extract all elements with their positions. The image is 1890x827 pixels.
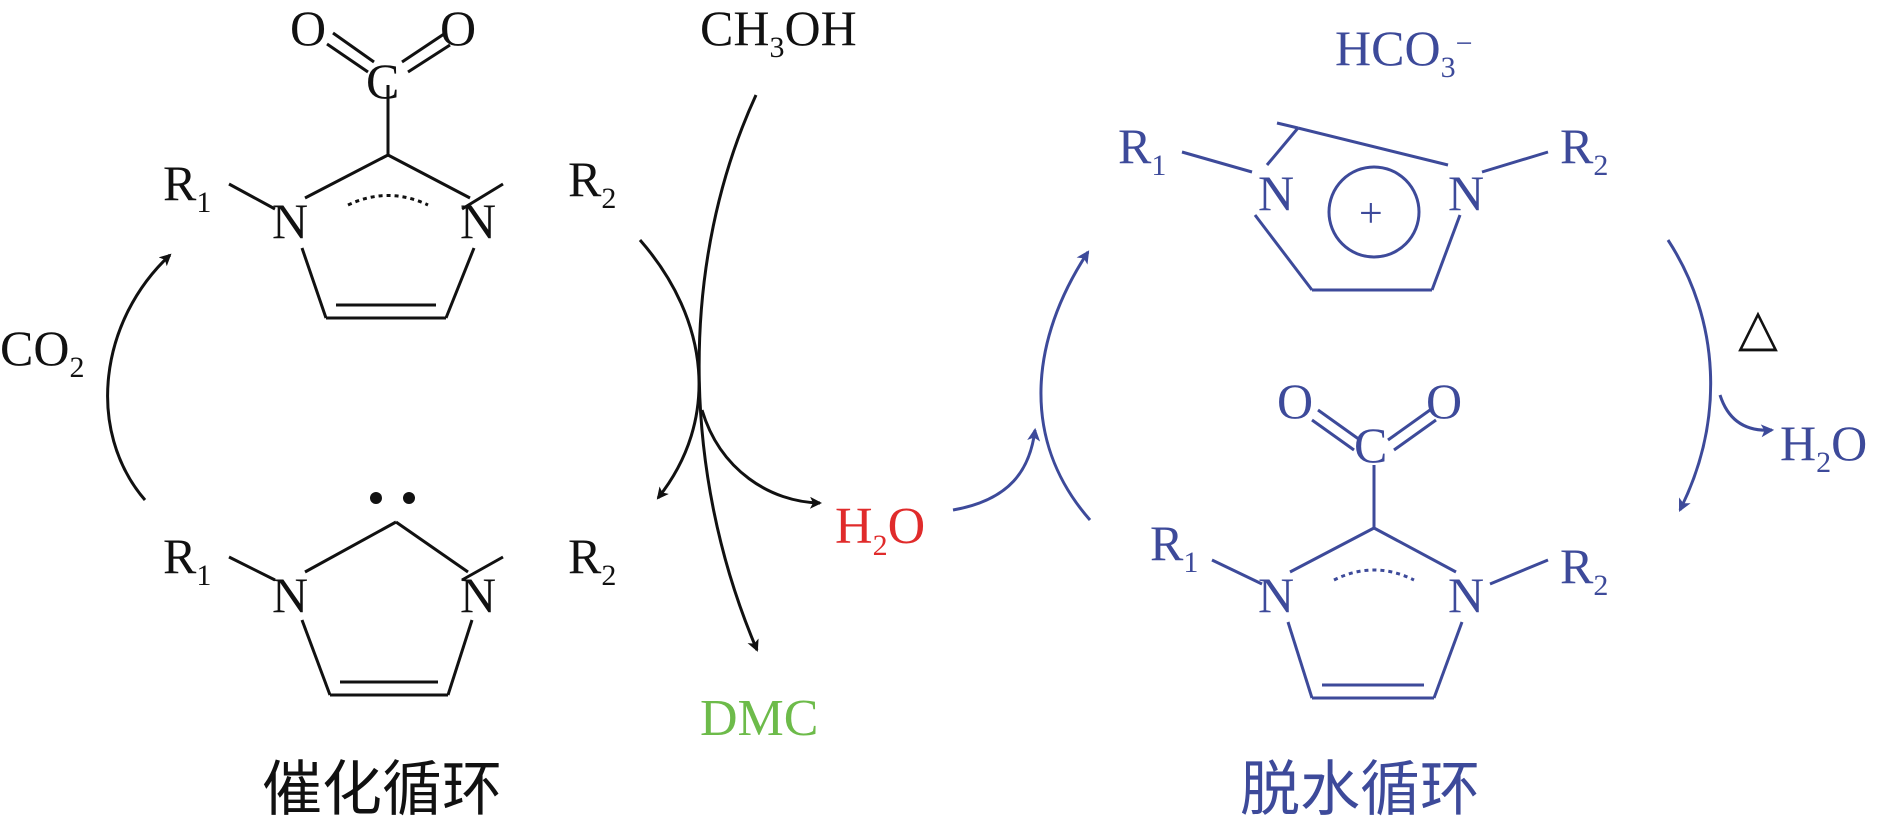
atom-oxygen-left-blue: O [1277, 373, 1313, 429]
heat-symbol: △ [1738, 298, 1778, 358]
dehydration-cycle-label: 脱水循环 [1240, 755, 1480, 825]
atom-nitrogen-left-blue: N [1258, 567, 1294, 623]
nhc-co2-adduct [228, 31, 504, 320]
atom-oxygen-right: O [440, 0, 476, 56]
regeneration-up-arrow [1039, 250, 1092, 521]
substituent-r2-bottom: R2 [568, 528, 616, 592]
catalytic-cycle-label: 催化循环 [262, 755, 502, 825]
heat-down-arrow [1666, 239, 1713, 512]
substituent-r2-top: R2 [568, 151, 616, 215]
reagent-water-intermediate: H2O [835, 498, 925, 562]
substituent-r1-bottom: R1 [163, 528, 211, 592]
regeneration-arrow [638, 239, 701, 500]
atom-oxygen-left: O [290, 0, 326, 56]
substituent-r1-top: R1 [163, 155, 211, 219]
atom-nitrogen-right-cation: N [1448, 165, 1484, 221]
co2-uptake-arrow [106, 253, 172, 501]
atom-nitrogen-left: N [272, 193, 308, 249]
reagent-water-released: H2O [1780, 415, 1867, 479]
substituent-r1-cation: R1 [1118, 118, 1166, 182]
methanol-to-dmc-arrow [697, 94, 759, 652]
plus-charge: + [1359, 191, 1383, 237]
substituent-r2-blue: R2 [1560, 538, 1608, 602]
water-to-cycle-arrow [952, 427, 1041, 512]
atom-nitrogen-left-carbene: N [272, 567, 308, 623]
substituent-r2-cation: R2 [1560, 118, 1608, 182]
atom-carbon: C [366, 53, 399, 109]
reagent-co2: CO2 [0, 320, 84, 384]
nhc-co2-adduct-blue [1211, 408, 1549, 700]
dehydration-labels: HCO3− N N + O O C N N R1 R2 R1 R2 H2O [1118, 20, 1867, 623]
dehydration-cycle [952, 121, 1775, 700]
atom-nitrogen-left-cation: N [1258, 165, 1294, 221]
catalytic-labels: O O C N N N N [272, 0, 496, 623]
substituent-r1-blue: R1 [1150, 515, 1198, 579]
atom-carbon-blue: C [1354, 417, 1387, 473]
catalytic-substituents: R1 R2 R1 R2 CO2 CH3OH [0, 0, 857, 592]
aromatic-ring-circle [1327, 165, 1421, 259]
free-carbene [228, 520, 504, 697]
product-dmc: DMC [700, 690, 818, 747]
atom-oxygen-right-blue: O [1426, 373, 1462, 429]
reagent-methanol: CH3OH [700, 0, 857, 64]
lone-pair-dot [370, 492, 382, 504]
water-elimination-arrow [1718, 394, 1775, 438]
atom-nitrogen-right: N [460, 193, 496, 249]
water-release-arrow [700, 409, 822, 509]
atom-nitrogen-right-carbene: N [460, 567, 496, 623]
imidazolium-cation [1181, 121, 1549, 292]
reagent-bicarbonate: HCO3− [1335, 20, 1473, 84]
lone-pair-dot [403, 492, 415, 504]
atom-nitrogen-right-blue: N [1448, 567, 1484, 623]
catalytic-cycle [106, 31, 822, 697]
